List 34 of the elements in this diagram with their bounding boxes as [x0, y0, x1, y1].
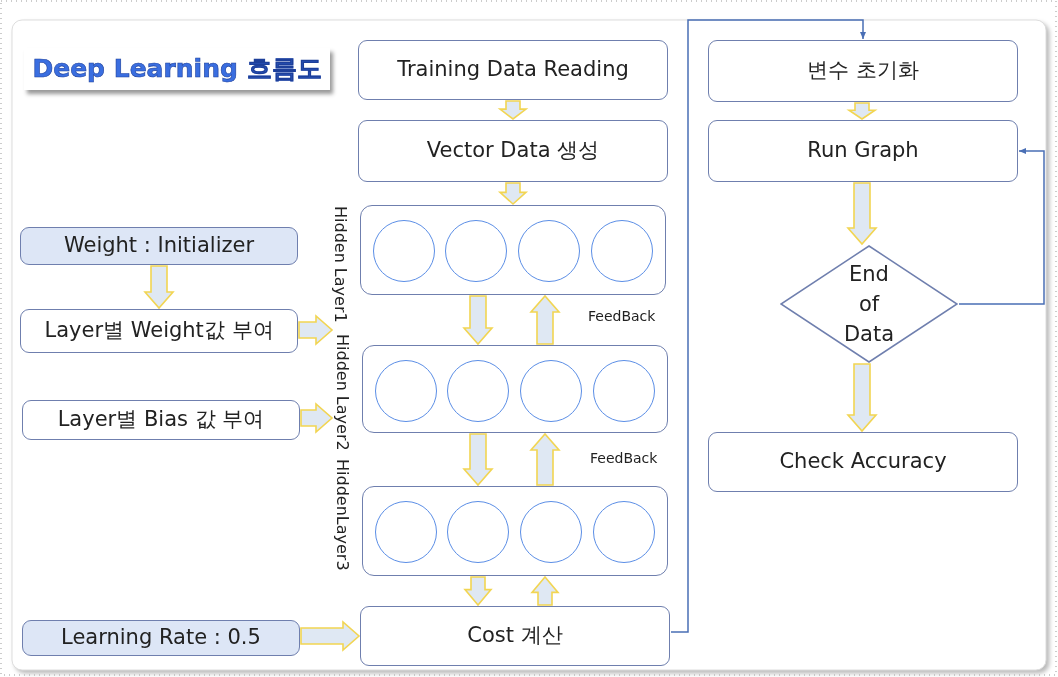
process-box: 변수 초기화	[708, 40, 1018, 102]
block-arrow	[463, 576, 493, 607]
title-banner: Deep Learning 흐름도	[24, 48, 330, 90]
block-arrow	[462, 295, 494, 346]
process-box: Layer별 Weight값 부여	[20, 309, 298, 353]
connector-arrow	[670, 19, 866, 633]
layer-label: HiddenLayer3	[333, 459, 352, 571]
block-arrow	[529, 432, 561, 486]
block-arrow	[529, 294, 561, 345]
edge-label: FeedBack	[586, 308, 658, 324]
block-arrow	[143, 265, 175, 310]
process-box: Vector Data 생성	[358, 120, 668, 182]
block-arrow	[497, 182, 529, 206]
process-box: Training Data Reading	[358, 40, 668, 100]
block-arrow	[846, 102, 878, 120]
edge-label: FeedBack	[588, 450, 660, 466]
block-arrow	[846, 182, 878, 246]
process-box: Cost 계산	[360, 606, 670, 666]
block-arrow	[300, 620, 361, 652]
block-arrow	[846, 363, 878, 433]
process-box: Learning Rate : 0.5	[22, 620, 300, 656]
connector-arrow	[958, 148, 1045, 305]
process-box: Weight : Initializer	[20, 227, 298, 265]
process-box: Run Graph	[708, 120, 1018, 182]
process-box: Check Accuracy	[708, 432, 1018, 492]
decision-text: End of Data	[842, 261, 896, 348]
block-arrow	[300, 402, 334, 434]
process-box: Layer별 Bias 값 부여	[22, 400, 300, 440]
block-arrow	[462, 433, 494, 487]
block-arrow	[497, 100, 529, 120]
block-arrow	[530, 575, 560, 606]
block-arrow	[298, 314, 334, 346]
layer-label: Hidden Layer1	[331, 206, 350, 323]
layer-label: Hidden Layer2	[333, 334, 352, 451]
